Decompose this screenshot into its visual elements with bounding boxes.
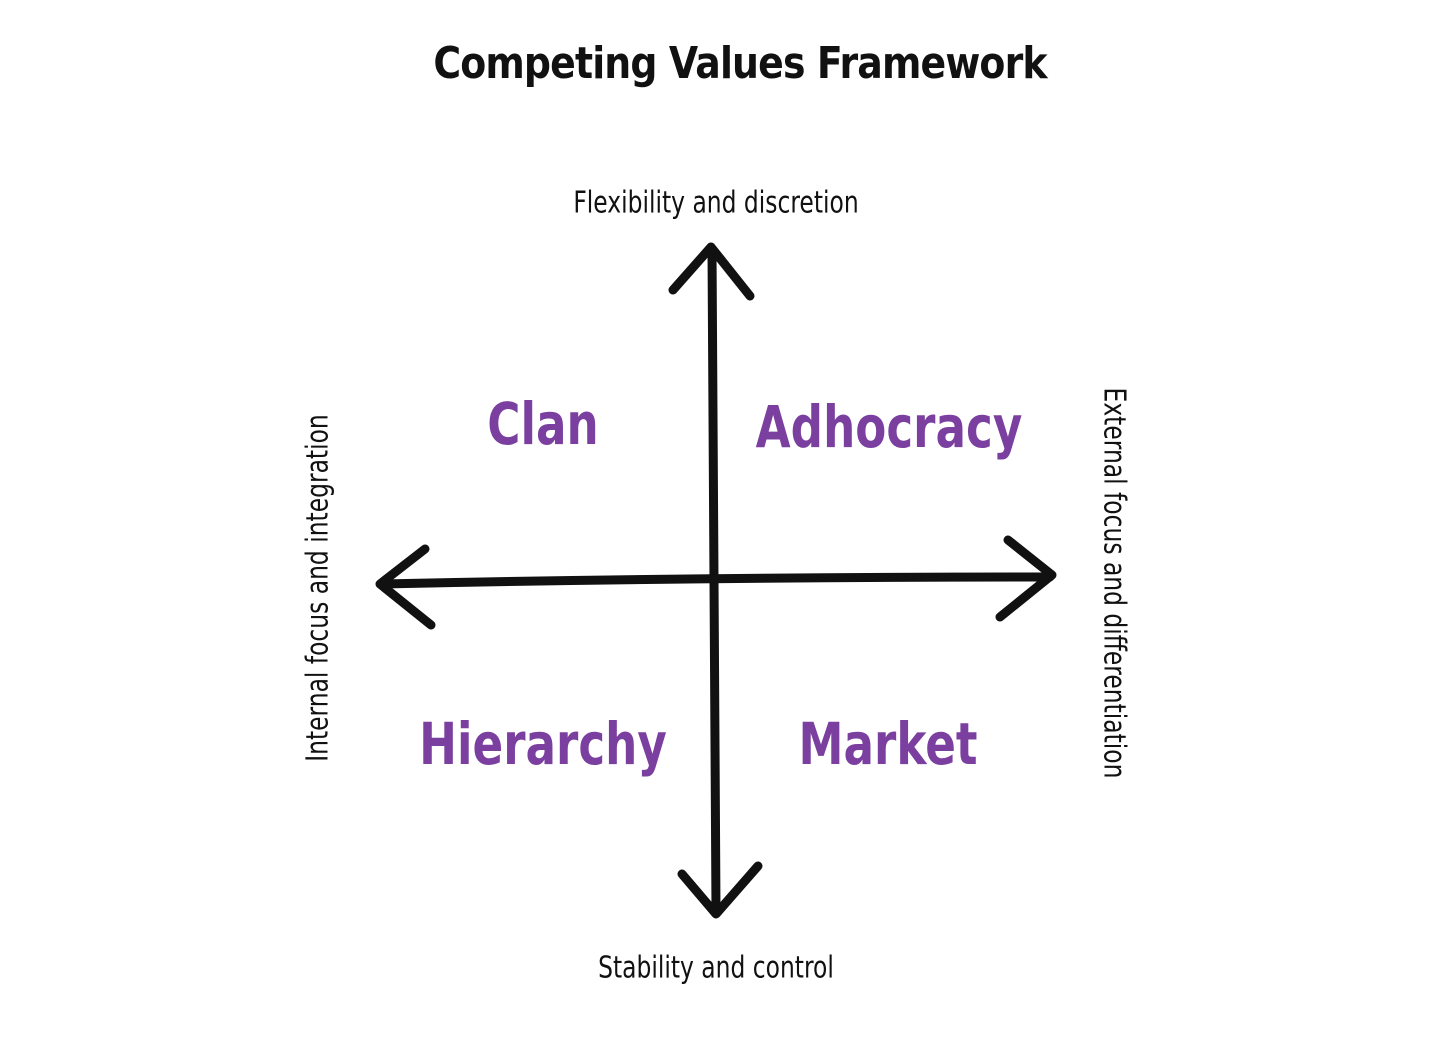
axis-label-bottom: Stability and control xyxy=(598,950,834,986)
arrowhead-right-icon xyxy=(995,535,1057,622)
arrowhead-down-icon xyxy=(677,861,763,919)
arrowhead-up-icon xyxy=(668,242,755,301)
axis-label-left: Internal focus and integration xyxy=(300,414,336,762)
quadrant-market: Market xyxy=(798,710,978,778)
quadrant-clan: Clan xyxy=(487,390,599,458)
axis-label-top: Flexibility and discretion xyxy=(573,185,859,221)
quadrant-adhocracy: Adhocracy xyxy=(755,393,1023,461)
diagram-title: Competing Values Framework xyxy=(433,38,1047,89)
quadrant-hierarchy: Hierarchy xyxy=(419,710,667,778)
horizontal-axis-line xyxy=(377,572,1055,589)
arrowhead-left-icon xyxy=(375,544,436,630)
axis-label-right: External focus and differentiation xyxy=(1096,387,1132,779)
